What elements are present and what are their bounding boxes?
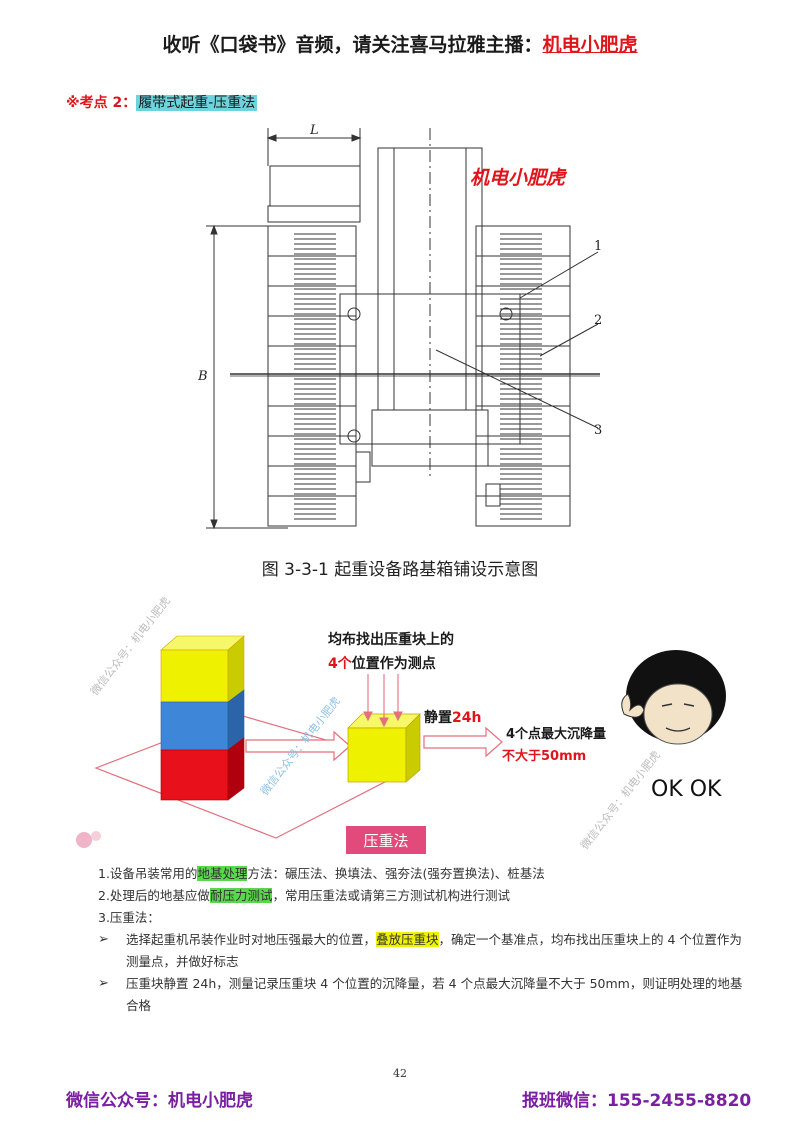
- bullet-2-icon: ➢: [98, 976, 109, 991]
- load-test-illustration: 均布找出压重块上的 4个位置作为测点 静置24h 4个点最大沉降量 不大于50m…: [66, 588, 746, 858]
- body-line-2: 2.处理后的地基应做耐压力测试，常用压重法或请第三方测试机构进行测试: [98, 888, 510, 903]
- meme-face-icon: [621, 650, 726, 745]
- exam-point-heading: ※考点 2：履带式起重-压重法: [66, 92, 258, 112]
- dimension-L-label: L: [309, 123, 319, 138]
- callout-1: 1: [594, 239, 602, 254]
- header-anchor-name[interactable]: 机电小肥虎: [542, 34, 638, 56]
- dimension-B-label: B: [197, 369, 208, 384]
- highlight-pressure-test: 耐压力测试: [209, 888, 273, 903]
- body-line-1: 1.设备吊装常用的地基处理方法：碾压法、换填法、强夯法(强夯置换法)、桩基法: [98, 866, 545, 881]
- highlight-foundation: 地基处理: [197, 866, 248, 881]
- bullet-2-text: 压重块静置 24h，测量记录压重块 4 个位置的沉降量，若 4 个点最大沉降量不…: [126, 976, 743, 1013]
- figure-caption: 图 3-3-1 起重设备路基箱铺设示意图: [261, 560, 539, 580]
- exam-point-label: ※考点 2：: [66, 95, 137, 111]
- footer-wechat-account: 微信公众号：机电小肥虎: [66, 1091, 253, 1111]
- callout-2: 2: [594, 313, 602, 328]
- exam-point-title: 履带式起重-压重法: [136, 95, 258, 111]
- measure-points-line2: 4个位置作为测点: [328, 655, 436, 672]
- result-line1: 4个点最大沉降量: [506, 726, 606, 742]
- meme-caption: OK OK: [651, 777, 722, 802]
- bullet-1-text: 选择起重机吊装作业时对地压强最大的位置，叠放压重块，确定一个基准点，均布找出压重…: [126, 932, 742, 969]
- figure-watermark: 机电小肥虎: [470, 167, 568, 189]
- method-title: 压重法: [363, 832, 408, 850]
- highlight-stack-weights: 叠放压重块: [376, 932, 439, 947]
- roadbed-layout-diagram: L B 1 2 3 机电小肥虎: [197, 123, 602, 530]
- callout-3: 3: [594, 423, 602, 438]
- footer-contact: 报班微信：155-2455-8820: [522, 1091, 752, 1111]
- measure-points-line1: 均布找出压重块上的: [328, 631, 454, 648]
- header-prefix: 收听《口袋书》音频，请关注喜马拉雅主播：: [162, 34, 543, 56]
- body-line-3: 3.压重法：: [98, 910, 160, 925]
- page-header: 收听《口袋书》音频，请关注喜马拉雅主播：机电小肥虎: [0, 30, 800, 57]
- result-line2: 不大于50mm: [502, 748, 586, 764]
- bullet-1-icon: ➢: [98, 932, 109, 947]
- static-duration: 静置24h: [424, 709, 481, 726]
- page-number: 42: [393, 1067, 407, 1080]
